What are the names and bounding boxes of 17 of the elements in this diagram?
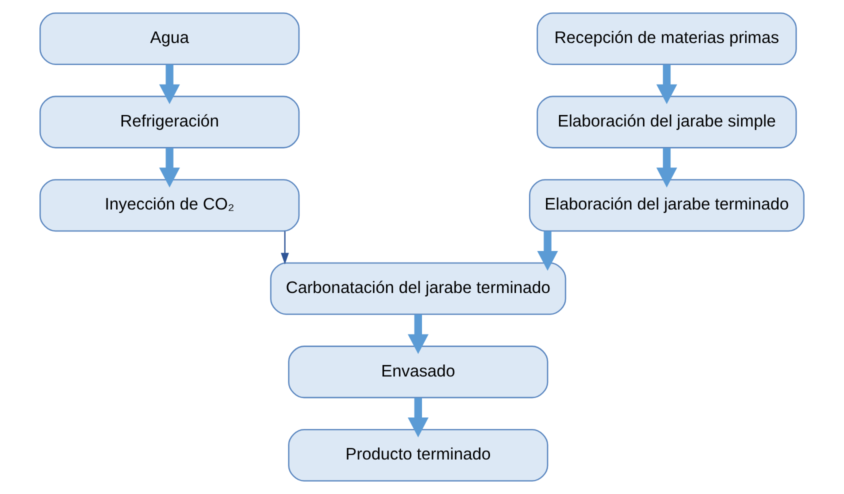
- arrow: [408, 314, 429, 354]
- arrow: [656, 148, 678, 188]
- arrow: [537, 231, 558, 271]
- arrow: [656, 64, 678, 104]
- node-box: Carbonatación del jarabe terminado: [270, 262, 566, 315]
- node-box: Envasado: [288, 346, 548, 398]
- node-box: Recepción de materias primas: [536, 12, 797, 66]
- arrow: [408, 398, 429, 438]
- node-box: Producto terminado: [288, 428, 548, 482]
- node-box: Elaboración del jarabe terminado: [529, 179, 805, 232]
- node-box: Agua: [39, 12, 300, 66]
- node-box: Elaboración del jarabe simple: [536, 96, 797, 148]
- node-box: Inyección de CO₂: [39, 179, 300, 232]
- arrow: [280, 231, 289, 264]
- node-box: Refrigeración: [39, 96, 300, 148]
- arrow: [159, 148, 180, 188]
- arrow: [159, 64, 180, 104]
